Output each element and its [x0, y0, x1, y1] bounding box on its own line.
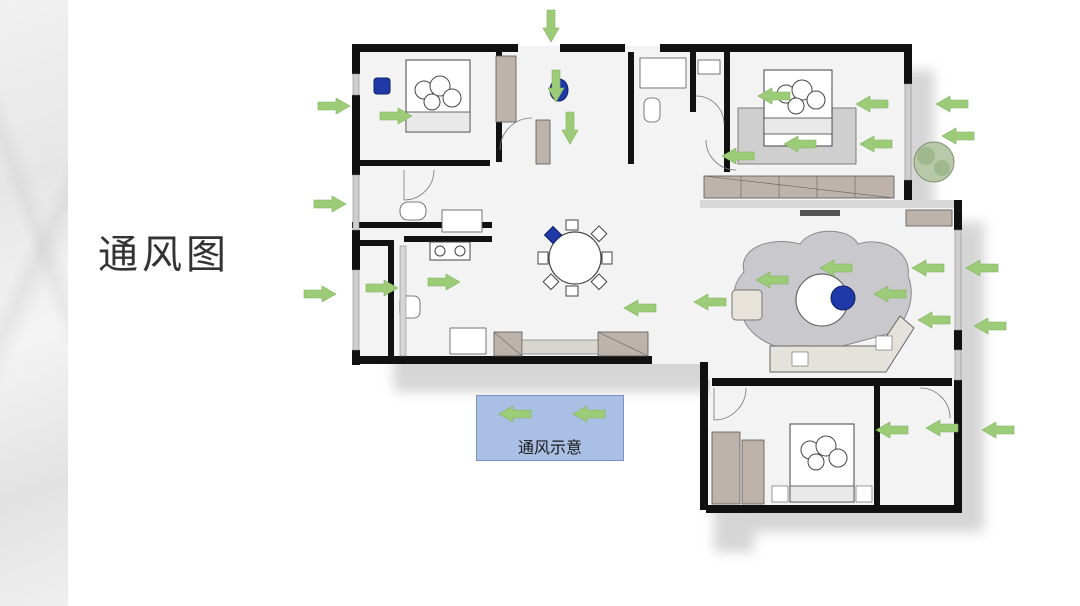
- walls: [352, 44, 962, 513]
- tree-icon: [913, 141, 955, 183]
- tv-icon: [800, 210, 840, 216]
- slide-title: 通风图: [98, 232, 230, 278]
- legend-arrows: [498, 405, 606, 423]
- legend-arrow-icon: [572, 405, 606, 423]
- kitchen-counter: [399, 245, 407, 357]
- vent-arrow-icon: [313, 195, 347, 213]
- bed-master-right: [737, 69, 857, 165]
- marble-background: [0, 0, 68, 606]
- bed-bottom: [771, 423, 873, 503]
- vent-arrow-icon: [303, 285, 337, 303]
- vent-arrow-icon: [935, 95, 969, 113]
- kitchen-stove: [429, 241, 471, 261]
- living-room: [731, 230, 915, 373]
- cabinet-lines: [493, 175, 895, 357]
- legend-arrow-icon: [498, 405, 532, 423]
- chair-blue-icon: [373, 77, 391, 95]
- bed-master-left: [405, 59, 471, 133]
- vent-arrow-icon: [981, 421, 1015, 439]
- vent-arrow-icon: [317, 97, 351, 115]
- windows: [352, 73, 962, 381]
- dining-table: [537, 219, 613, 297]
- legend-label: 通风示意: [517, 438, 582, 457]
- bathroom-fixtures: [399, 57, 721, 355]
- vent-arrow-icon: [941, 127, 975, 145]
- vent-arrow-icon: [542, 9, 560, 43]
- tv-console: [521, 339, 599, 355]
- doors: [403, 95, 951, 421]
- legend-box: 通风示意: [476, 395, 624, 461]
